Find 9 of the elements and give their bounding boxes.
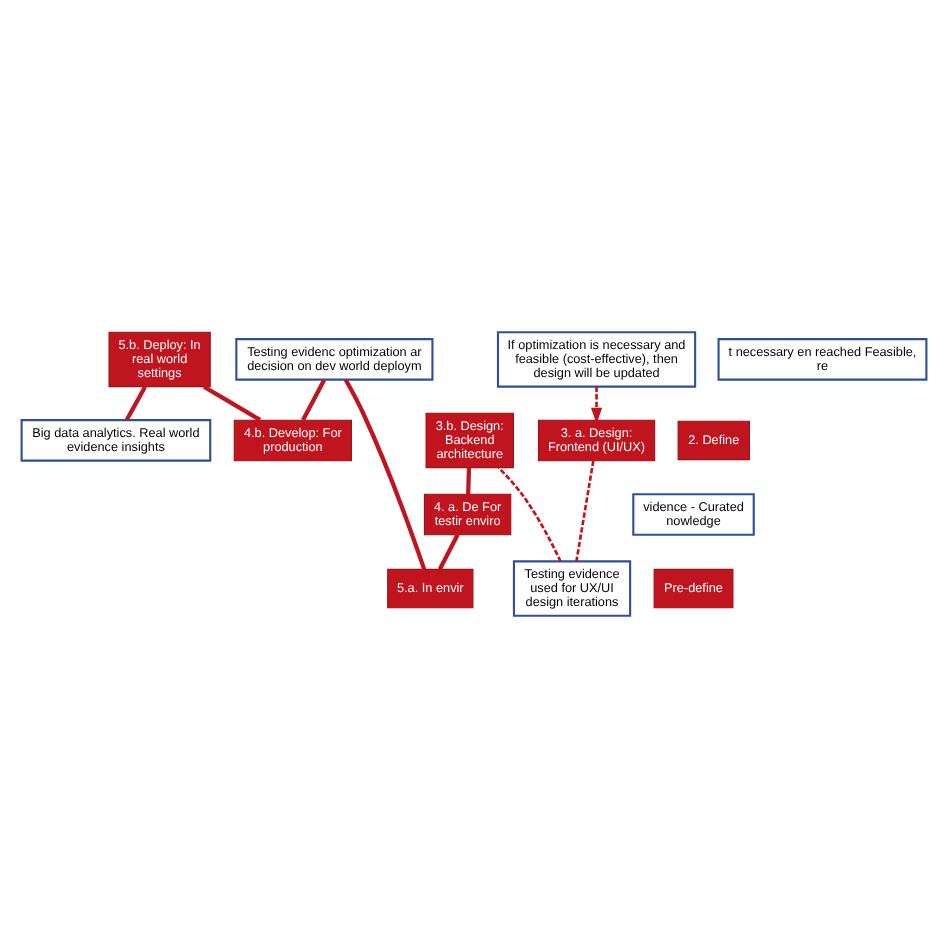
connector xyxy=(301,379,326,422)
connector xyxy=(202,384,262,422)
connector xyxy=(575,460,595,562)
connector xyxy=(124,385,147,421)
connector xyxy=(437,533,460,571)
arrow xyxy=(590,386,603,424)
connector xyxy=(343,378,427,571)
connector xyxy=(466,467,472,495)
connector xyxy=(497,466,562,562)
